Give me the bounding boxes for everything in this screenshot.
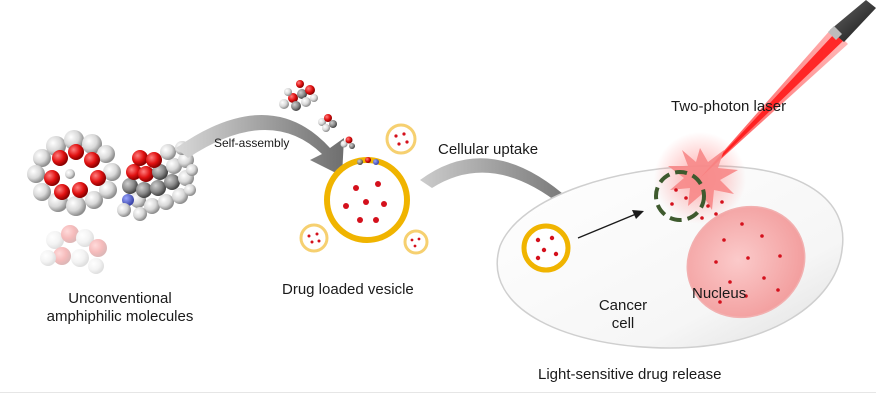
- cellular-uptake-arrow: [420, 158, 584, 226]
- floating-molecule-icon: [340, 136, 355, 149]
- released-drug-dots: [670, 188, 724, 220]
- light-release-label: Light-sensitive drug release: [538, 366, 722, 383]
- self-assembly-arrow: [176, 115, 344, 176]
- small-vesicle: [403, 229, 429, 255]
- molecules-label-line2: amphiphilic molecules: [46, 308, 194, 325]
- macrocycle-reflection: [40, 225, 107, 274]
- released-vesicle-ring: [654, 170, 706, 222]
- internalized-vesicle: [521, 223, 571, 273]
- floating-molecule-icon: [279, 80, 318, 111]
- bottom-divider: [0, 392, 876, 393]
- amphiphilic-molecule-icon: [117, 141, 198, 221]
- nucleus-drug-dots: [714, 222, 782, 304]
- macrocycle-molecule-icon: [27, 130, 121, 274]
- molecules-label-line1: Unconventional: [68, 290, 172, 307]
- molecules-label: Unconventional amphiphilic molecules: [20, 290, 220, 326]
- cancer-cell-label-line2: cell: [611, 315, 635, 332]
- two-photon-laser-label: Two-photon laser: [671, 98, 787, 115]
- cancer-cell-label-line1: Cancer: [598, 297, 648, 314]
- release-arrow: [577, 213, 637, 239]
- small-vesicle: [299, 223, 329, 253]
- laser-burst-icon: [668, 148, 738, 210]
- self-assembly-label: Self-assembly: [214, 136, 290, 150]
- floating-molecule-icon: [318, 114, 337, 132]
- cellular-uptake-label: Cellular uptake: [438, 141, 539, 158]
- small-vesicle: [385, 123, 417, 155]
- nucleus-label: Nucleus: [692, 285, 747, 302]
- drug-loaded-vesicle-label: Drug loaded vesicle: [282, 281, 414, 298]
- laser-pen-icon: [828, 0, 876, 42]
- laser-beam-core: [700, 32, 844, 178]
- release-arrow-head: [632, 210, 644, 219]
- drug-loaded-vesicle: [324, 157, 410, 243]
- cancer-cell-label: Cancer cell: [588, 297, 658, 333]
